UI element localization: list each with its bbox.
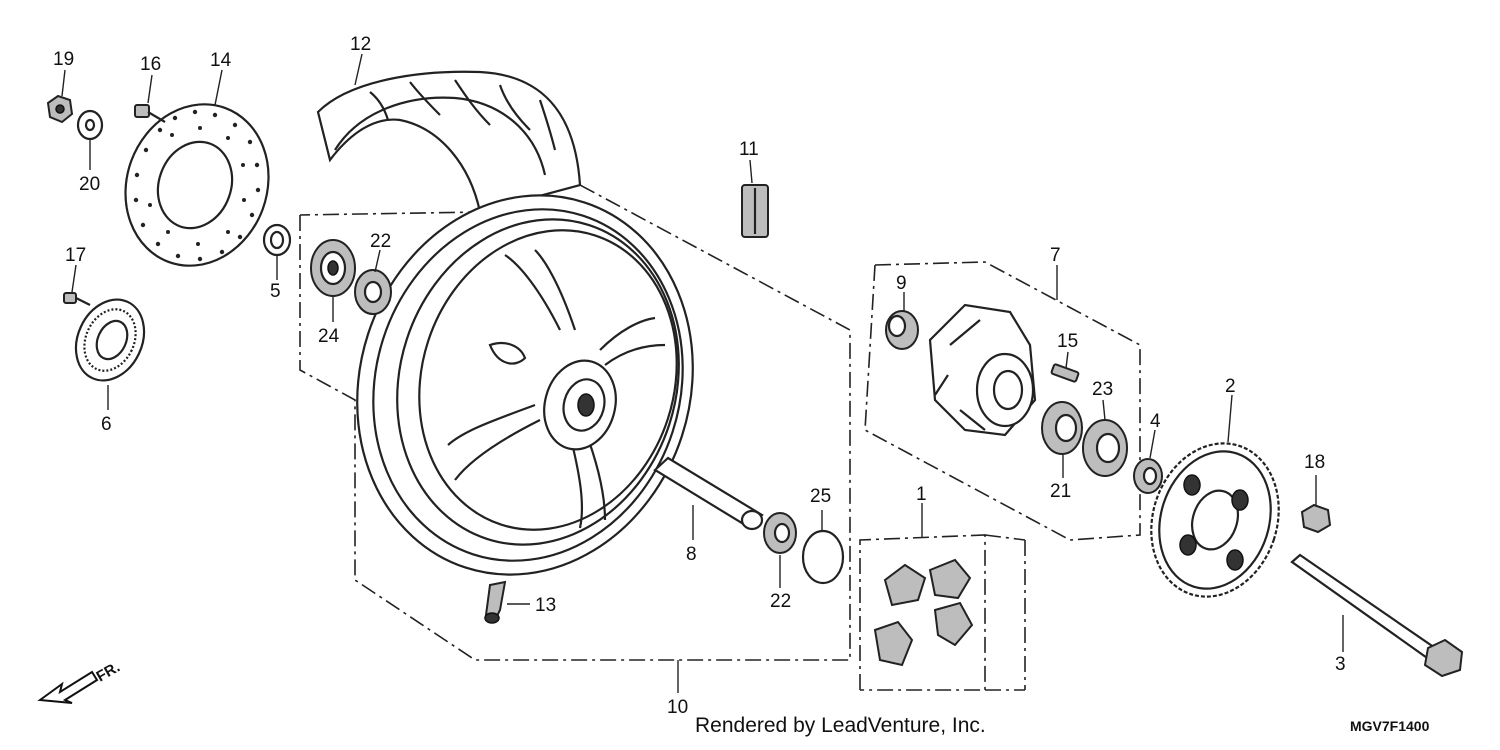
callout-14: 14 xyxy=(210,50,232,71)
callout-6: 6 xyxy=(101,414,112,435)
leader-lines xyxy=(61,53,1344,693)
hub-assembly-outline xyxy=(864,261,1141,541)
damper-outline xyxy=(859,534,1026,691)
callout-11: 11 xyxy=(739,139,759,160)
callout-8: 8 xyxy=(686,544,697,565)
pulser-ring xyxy=(74,298,146,382)
weight-11 xyxy=(741,184,769,238)
bolt-16 xyxy=(134,104,166,123)
brake-disc xyxy=(124,103,270,267)
bearing-24 xyxy=(310,239,356,297)
callout-20: 20 xyxy=(79,174,100,195)
front-direction-arrow: FR. xyxy=(37,659,123,704)
collar-4 xyxy=(1133,458,1163,494)
air-valve xyxy=(484,580,507,624)
tire xyxy=(316,70,582,214)
callout-22-upper: 22 xyxy=(370,231,391,252)
stud-15 xyxy=(1050,363,1080,383)
callout-7: 7 xyxy=(1050,245,1061,266)
callout-19: 19 xyxy=(53,49,74,70)
callout-1: 1 xyxy=(916,484,927,505)
diagram-code: MGV7F1400 xyxy=(1350,718,1430,734)
nut-18 xyxy=(1300,503,1332,534)
callout-17: 17 xyxy=(65,245,86,266)
washer-20 xyxy=(76,109,104,141)
callout-2: 2 xyxy=(1225,376,1236,397)
rear-axle xyxy=(1290,553,1464,678)
bearing-22-upper xyxy=(354,269,392,315)
callout-5: 5 xyxy=(270,281,281,302)
callout-3: 3 xyxy=(1335,654,1346,675)
callout-22-lower: 22 xyxy=(770,591,791,612)
bolt-17 xyxy=(63,292,91,306)
sprocket-hub xyxy=(928,303,1037,437)
credit-text: Rendered by LeadVenture, Inc. xyxy=(695,714,986,737)
callout-18: 18 xyxy=(1304,452,1325,473)
callout-9: 9 xyxy=(896,273,907,294)
callout-25: 25 xyxy=(810,486,831,507)
distance-collar xyxy=(653,456,764,531)
bearing-21 xyxy=(1041,401,1083,455)
callout-13: 13 xyxy=(535,595,556,616)
callout-labels: 1 2 3 4 5 6 7 8 9 10 11 12 13 14 15 16 1… xyxy=(53,34,1346,718)
callout-4: 4 xyxy=(1150,411,1161,432)
nut-19 xyxy=(46,94,74,124)
callout-16: 16 xyxy=(140,54,161,75)
damper-collar-9 xyxy=(885,310,919,350)
callout-10: 10 xyxy=(667,697,688,718)
callout-24: 24 xyxy=(318,326,340,347)
damper-rubbers xyxy=(873,558,974,667)
final-driven-sprocket xyxy=(1150,442,1280,598)
callout-23: 23 xyxy=(1092,379,1113,400)
front-direction-label: FR. xyxy=(94,659,123,686)
collar-5 xyxy=(262,223,292,257)
callout-15: 15 xyxy=(1057,331,1078,352)
callout-21: 21 xyxy=(1050,481,1071,502)
callout-12: 12 xyxy=(350,34,371,55)
wheel-rim xyxy=(356,194,694,576)
bearing-22-lower xyxy=(763,512,797,554)
oil-seal-23 xyxy=(1082,419,1128,477)
o-ring-25 xyxy=(801,529,845,585)
